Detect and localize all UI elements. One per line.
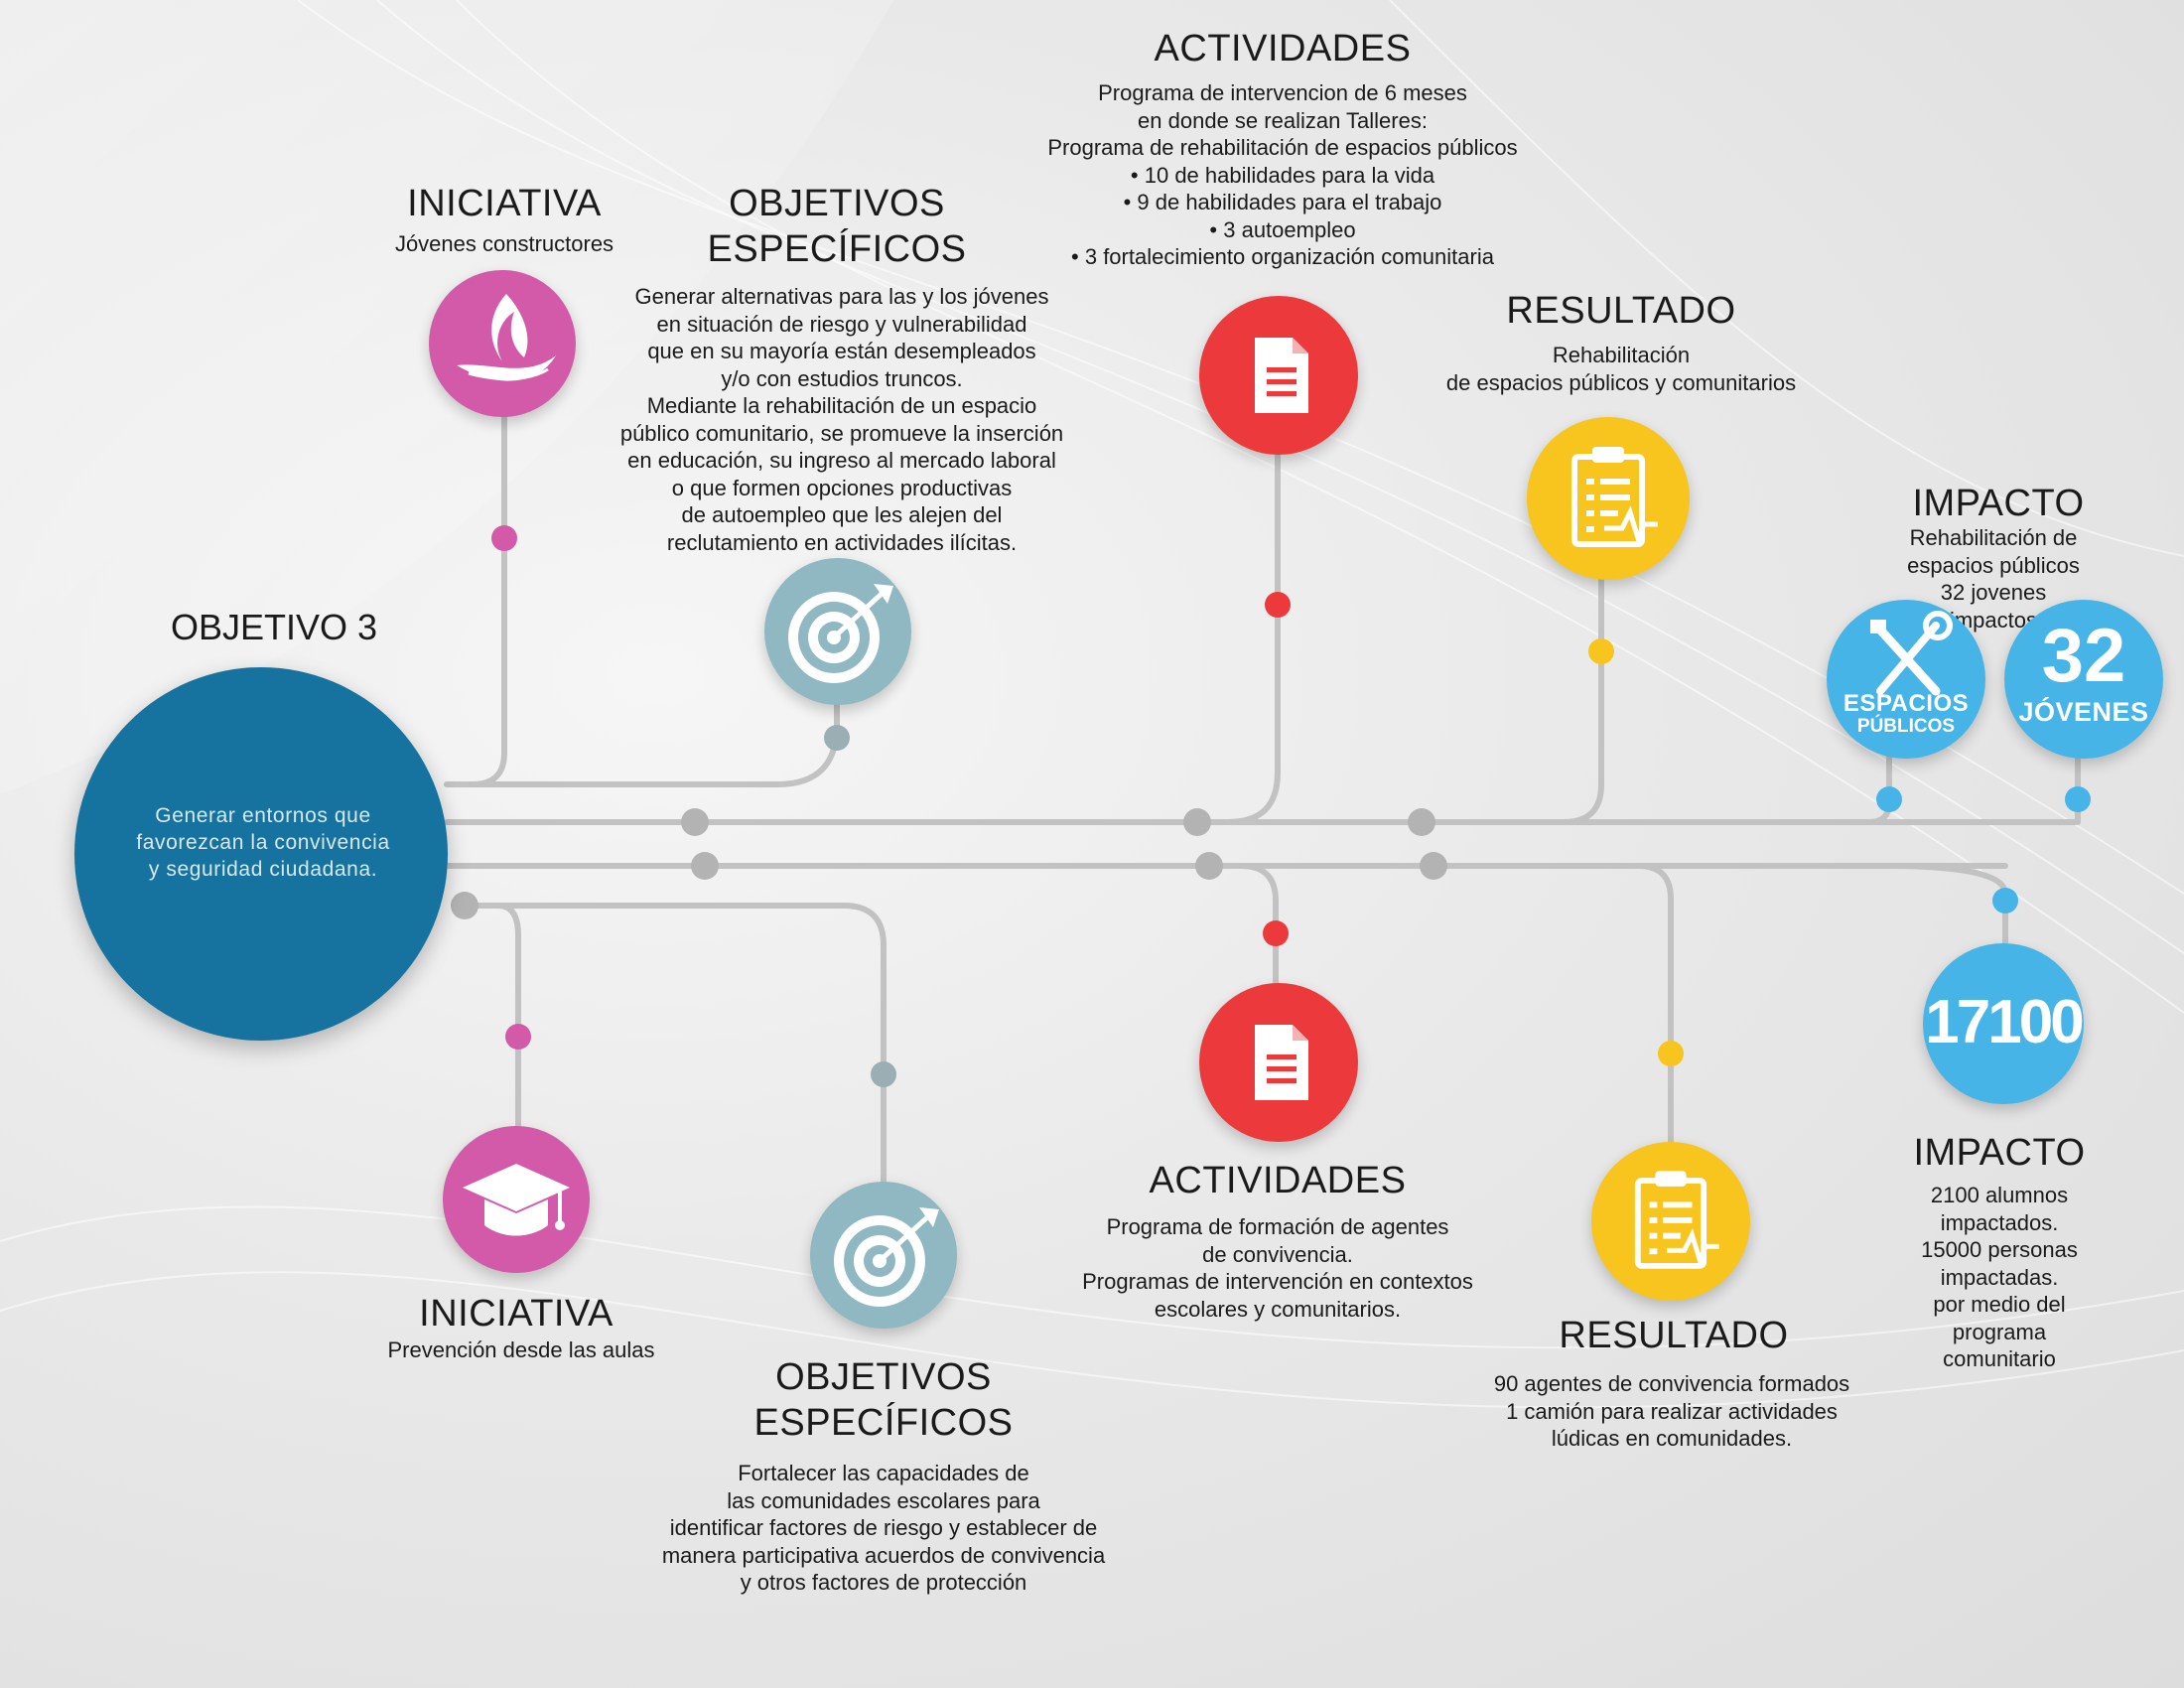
junction-node <box>1408 808 1435 836</box>
impact-bottom-text: 2100 alumnos impactados. 15000 personas … <box>1921 1183 2078 1371</box>
result-top-node <box>1588 638 1614 664</box>
activities-bottom-text: Programa de formación de agentes de conv… <box>1082 1214 1473 1322</box>
result-bottom-icon <box>1591 1142 1750 1301</box>
impact-bottom-number: 17100 <box>1925 988 2084 1056</box>
impact-youth-badge: 32 JÓVENES <box>2004 600 2163 759</box>
connector-impact-bottom <box>1883 863 2008 956</box>
result-top-title: RESULTADO <box>1506 290 1736 332</box>
activities-top-icon <box>1199 296 1358 455</box>
junction-node <box>1420 852 1447 880</box>
result-bottom-title: RESULTADO <box>1559 1315 1789 1356</box>
connector-result-top <box>1561 513 1604 825</box>
objective-label: OBJETIVO 3 <box>171 607 378 647</box>
activities-bottom-icon <box>1199 983 1358 1142</box>
result-top-text: Rehabilitación de espacios públicos y co… <box>1445 343 1797 395</box>
objectives-top-title: OBJETIVOS ESPECÍFICOS <box>707 183 967 270</box>
objectives-top-icon <box>764 558 911 705</box>
impact-bottom-node <box>1992 888 2018 914</box>
graduation-cap-icon <box>463 1164 570 1236</box>
activities-top-text: Programa de intervencion de 6 meses en d… <box>1047 80 1518 269</box>
document-icon <box>1255 1025 1308 1100</box>
junction-nodes <box>451 725 1447 1087</box>
junction-node <box>824 725 850 751</box>
clipboard-chart-icon <box>1634 1171 1719 1269</box>
objective-text: Generar entornos que favorezcan la convi… <box>136 804 390 881</box>
initiative-top-icon <box>429 270 576 417</box>
connector-objectives-bottom <box>464 903 887 1190</box>
initiative-top-text: Jóvenes constructores <box>394 231 614 256</box>
objectives-top-text: Generar alternativas para las y los jóve… <box>619 284 1064 555</box>
flame-swoosh-icon <box>457 294 556 381</box>
activities-top-title: ACTIVIDADES <box>1154 28 1412 70</box>
impact-youth-label: JÓVENES <box>2018 697 2149 727</box>
activities-bottom-node <box>1263 920 1289 946</box>
initiative-bottom-icon <box>443 1126 590 1273</box>
clipboard-chart-icon <box>1571 447 1658 547</box>
initiative-bottom-title: INICIATIVA <box>419 1293 614 1335</box>
target-icon <box>834 1207 939 1307</box>
impact-youth-number: 32 <box>2041 614 2126 698</box>
impact-top-title: IMPACTO <box>1912 483 2085 524</box>
impact-spaces-node <box>1876 786 1902 812</box>
junction-node <box>1183 808 1211 836</box>
initiative-top-title: INICIATIVA <box>407 183 602 224</box>
tools-icon <box>1870 611 1953 696</box>
objectives-bottom-text: Fortalecer las capacidades de las comuni… <box>661 1461 1106 1595</box>
objectives-bottom-title: OBJETIVOS ESPECÍFICOS <box>753 1356 1014 1444</box>
connector-activities-top <box>1225 394 1281 825</box>
initiative-bottom-text: Prevención desde las aulas <box>387 1337 655 1362</box>
connector-result-bottom <box>1436 863 1674 1155</box>
impact-bottom-title: IMPACTO <box>1913 1132 2086 1174</box>
objectives-bottom-icon <box>810 1182 957 1329</box>
junction-node <box>681 808 709 836</box>
junction-node <box>691 852 719 880</box>
impact-youth-node <box>2065 786 2091 812</box>
target-icon <box>788 584 893 683</box>
connector-activities-bottom <box>1208 863 1279 991</box>
result-bottom-node <box>1658 1041 1684 1066</box>
impact-spaces-badge: ESPACIOS PÚBLICOS <box>1827 600 1985 759</box>
junction-node <box>871 1061 896 1087</box>
impact-bottom-badge: 17100 <box>1923 943 2085 1104</box>
impact-top-text: Rehabilitación de espacios públicos 32 j… <box>1907 525 2080 633</box>
result-top-icon <box>1527 417 1690 580</box>
junction-node <box>451 892 478 919</box>
connector-initiative-bottom <box>464 903 521 1135</box>
document-icon <box>1255 338 1308 413</box>
impact-spaces-line2: PÚBLICOS <box>1856 716 1956 737</box>
activities-bottom-title: ACTIVIDADES <box>1149 1160 1407 1201</box>
impact-spaces-line1: ESPACIOS <box>1843 690 1970 717</box>
activities-top-node <box>1265 592 1291 618</box>
objective-hub-circle <box>74 667 448 1041</box>
result-bottom-text: 90 agentes de convivencia formados 1 cam… <box>1493 1371 1850 1451</box>
junction-node <box>1195 852 1223 880</box>
initiative-top-node <box>491 525 517 551</box>
initiative-bottom-node <box>505 1024 531 1050</box>
